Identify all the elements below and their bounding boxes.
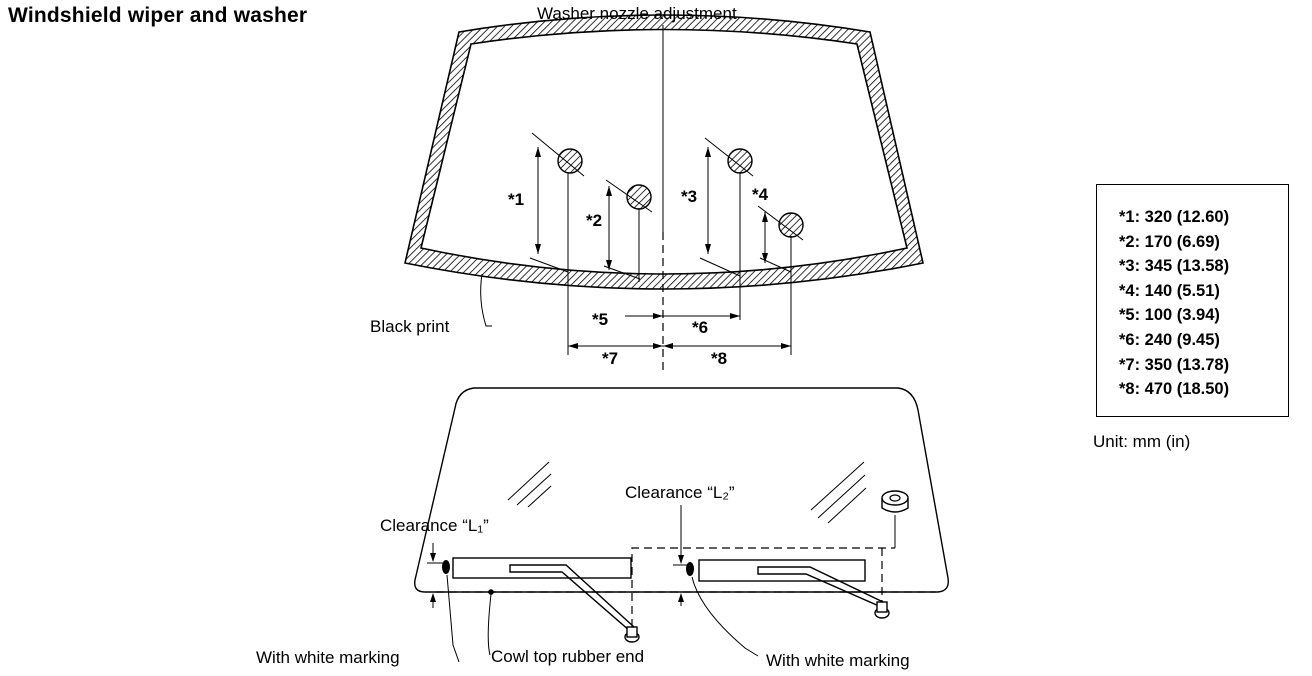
windshield-top-view [404,14,924,290]
dimension-8-marker: *8 [711,349,727,368]
cowl-top-rubber-end-leader [487,593,492,656]
dimension-1-line [529,147,569,355]
legend-row: *5: 100 (3.94) [1119,306,1220,325]
dimension-2-line [603,186,641,282]
unit-note: Unit: mm (in) [1093,432,1191,451]
dimension-1-marker: *1 [508,190,524,209]
dimension-7-marker: *7 [602,349,618,368]
white-marking-right-label: With white marking [766,651,910,670]
white-marking-right-leader [691,576,759,657]
dimension-4-line [759,212,792,355]
spray-target-3 [704,137,754,177]
cowl-top-rubber-end-label: Cowl top rubber end [491,647,644,666]
white-marking-left [442,560,450,574]
right-wiper-pivot [874,601,890,619]
guide-lines [436,547,936,627]
legend-row: *7: 350 (13.78) [1119,355,1230,374]
dimension-legend: *1: 320 (12.60) *2: 170 (6.69) *3: 345 (… [1096,184,1289,417]
dimension-5-marker: *5 [592,310,608,329]
washer-nozzle-part [881,490,909,548]
legend-row: *8: 470 (18.50) [1119,380,1230,399]
legend-row: *2: 170 (6.69) [1119,232,1220,251]
black-print-leader [480,273,492,327]
clearance-l2-arrows [673,505,690,606]
dimension-3-marker: *3 [681,187,697,206]
washer-nozzle-adjustment-label: Washer nozzle adjustment [537,4,737,23]
spray-target-2 [605,179,653,213]
left-wiper-blade [452,557,636,632]
dimension-7-8-line [568,343,791,349]
clearance-l2-label: Clearance “L₂” [625,483,735,502]
dimension-6-marker: *6 [692,318,708,337]
cowl-top-rubber-end-dot [488,589,494,595]
dimension-2-marker: *2 [586,211,602,230]
clearance-l1-arrows [427,543,445,608]
left-wiper-pivot [624,626,640,643]
legend-row: *3: 345 (13.58) [1119,257,1230,276]
clearance-l1-label: Clearance “L₁” [380,516,489,535]
legend-row: *4: 140 (5.51) [1119,281,1220,300]
white-marking-left-leader [446,574,460,663]
page-title: Windshield wiper and washer [8,4,308,27]
legend-row: *6: 240 (9.45) [1119,330,1220,349]
dimension-5-6-line [625,313,740,319]
black-print-label: Black print [370,317,450,336]
dimension-3-line [699,147,741,320]
legend-row: *1: 320 (12.60) [1119,208,1230,226]
windshield-front-view [414,387,949,593]
white-marking-left-label: With white marking [256,648,400,667]
windshield-frame [404,14,924,290]
white-marking-right [686,562,694,576]
spray-target-1 [531,132,585,177]
right-wiper-blade [698,559,885,607]
dimension-4-marker: *4 [752,185,769,204]
